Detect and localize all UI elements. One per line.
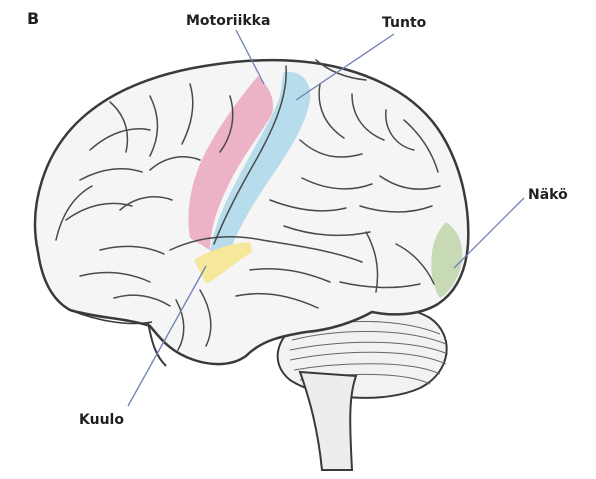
label-kuulo: Kuulo: [79, 412, 124, 428]
label-nako: Näkö: [528, 187, 568, 203]
panel-letter: B: [27, 9, 39, 28]
label-tunto: Tunto: [382, 15, 426, 31]
label-motoriikka: Motoriikka: [186, 13, 270, 29]
brainstem: [300, 372, 356, 470]
